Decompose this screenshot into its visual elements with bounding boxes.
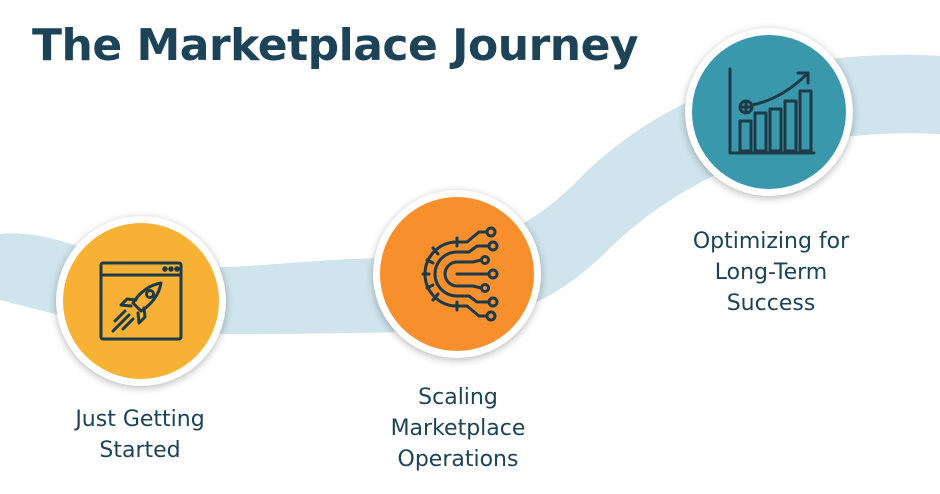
step-2-label: Scaling Marketplace Operations	[390, 385, 526, 472]
growth-chart-icon	[728, 67, 816, 155]
step-3-circle-fill	[692, 35, 846, 189]
step-3-label: Optimizing for Long-Term Success	[692, 229, 850, 316]
page-title: The Marketplace Journey	[32, 20, 639, 71]
step-1-label: Just Getting Started	[75, 407, 205, 463]
step-2-circle-fill	[380, 197, 534, 351]
step-3-circle	[685, 28, 853, 196]
gear-circuit-icon	[421, 226, 499, 322]
step-1-circle-fill	[63, 223, 219, 379]
rocket-browser-icon	[99, 261, 183, 341]
step-1-circle	[56, 216, 226, 386]
step-2-circle	[373, 190, 541, 358]
